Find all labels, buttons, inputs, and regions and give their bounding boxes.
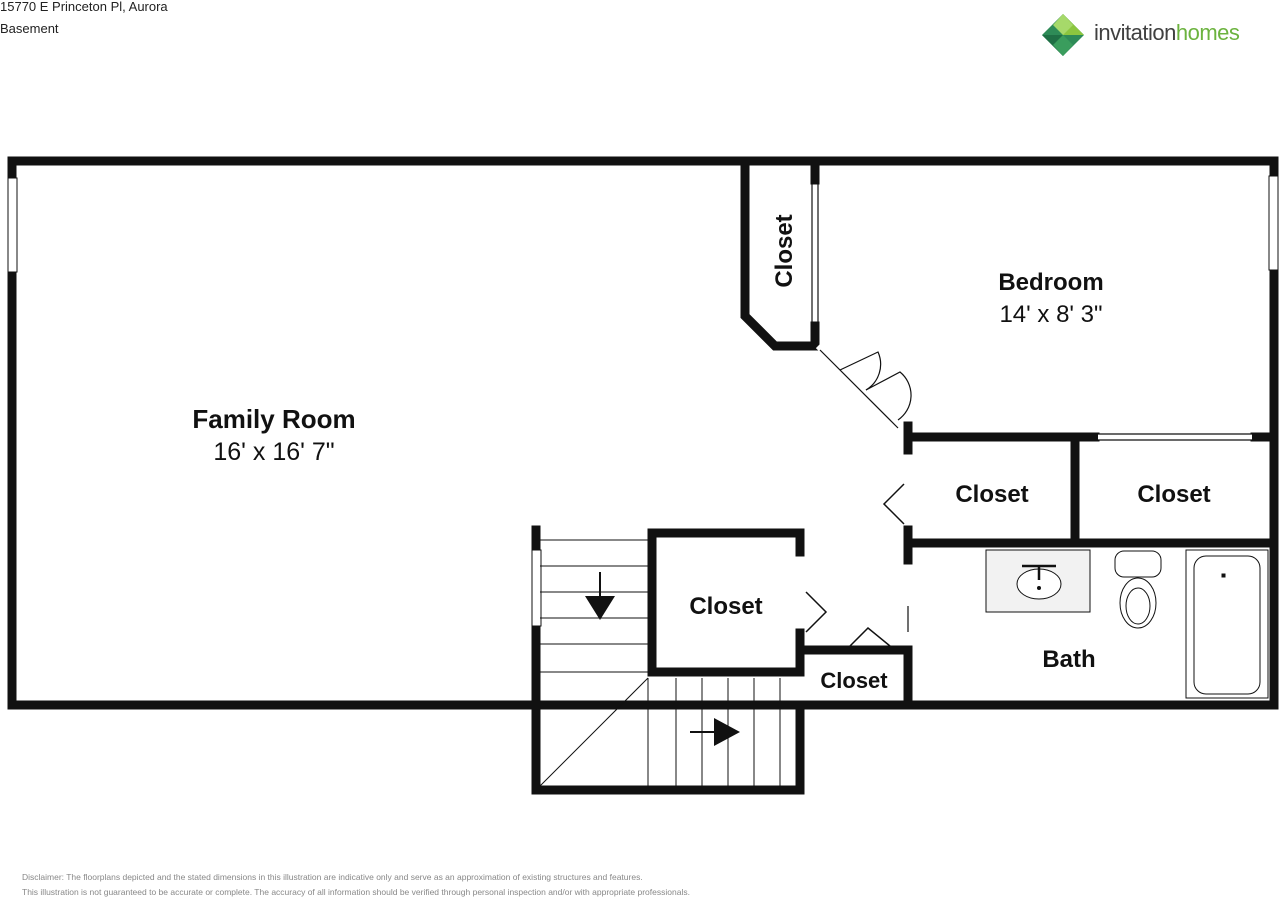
family-room-name: Family Room xyxy=(192,404,355,434)
stair-wall xyxy=(531,525,805,795)
listing-header: 15770 E Princeton Pl, Aurora Basement xyxy=(0,0,168,40)
company-logo: invitationhomes xyxy=(1038,12,1278,58)
toilet-bowl-icon xyxy=(1119,577,1157,629)
disclaimer: Disclaimer: The floorplans depicted and … xyxy=(22,870,690,900)
closet-right-label: Closet xyxy=(1137,481,1210,508)
bedroom-door-swing-a xyxy=(839,351,882,391)
toilet-tank-icon xyxy=(1114,550,1162,578)
closet-stair-label: Closet xyxy=(689,593,762,620)
bedroom-window xyxy=(1268,175,1279,271)
windows xyxy=(7,175,1279,627)
bedroom-door-line xyxy=(819,349,899,429)
tub-icon xyxy=(1185,549,1269,699)
bath-label: Bath xyxy=(1042,646,1095,673)
closet-door-swing xyxy=(882,483,905,525)
stairs xyxy=(539,539,781,787)
stair-closet-door-swing xyxy=(805,591,828,633)
address-label: 15770 E Princeton Pl, Aurora xyxy=(0,0,168,14)
bedroom-door-swing-b xyxy=(865,371,912,421)
disclaimer-line-2: This illustration is not guaranteed to b… xyxy=(22,887,690,897)
stair-closet-top-wall xyxy=(647,528,805,557)
family-room-dims: 16' x 16' 7" xyxy=(213,438,334,466)
stair-down-arrow-icon xyxy=(585,572,615,620)
bedroom-name: Bedroom xyxy=(998,269,1103,296)
logo-word-homes: homes xyxy=(1175,20,1240,45)
closet-mid-label: Closet xyxy=(955,481,1028,508)
bath-fixtures xyxy=(985,549,1269,699)
closet-small-label: Closet xyxy=(820,668,888,693)
outer-wall xyxy=(7,156,1279,710)
walls xyxy=(7,156,1279,795)
family-window xyxy=(7,177,18,273)
closet-vertical-label: Closet xyxy=(771,214,798,287)
bedroom-door-gap xyxy=(815,343,903,431)
vertical-closet-wall xyxy=(740,158,820,351)
logo-wordmark: invitationhomes xyxy=(1094,20,1240,46)
stair-right-arrow-icon xyxy=(690,718,740,746)
doors xyxy=(805,182,1252,647)
stair-window xyxy=(531,549,542,627)
logo-diamond-icon xyxy=(1042,14,1084,56)
level-label: Basement xyxy=(0,21,59,36)
logo-word-invitation: invitation xyxy=(1094,20,1176,45)
small-closet-door-swing xyxy=(849,626,891,647)
bedroom-dims: 14' x 8' 3" xyxy=(999,301,1102,328)
disclaimer-line-1: Disclaimer: The floorplans depicted and … xyxy=(22,872,643,882)
faucet-icon xyxy=(1022,564,1056,580)
